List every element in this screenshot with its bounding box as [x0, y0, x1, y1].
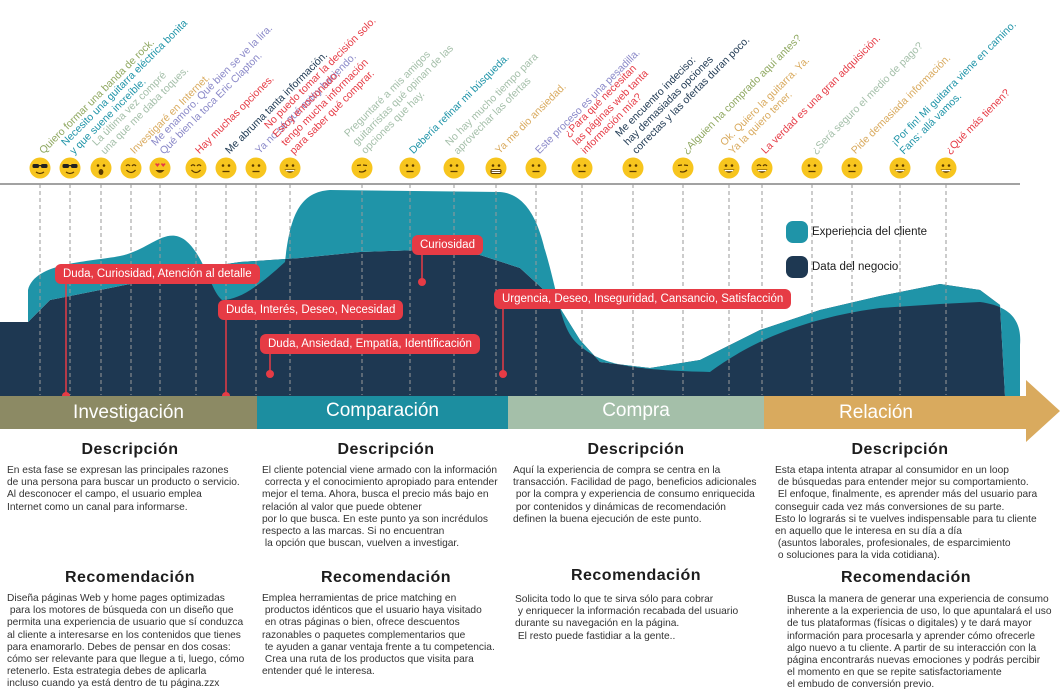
phase-comparacion: Comparación: [257, 396, 508, 429]
emoji-grin-icon: [279, 157, 301, 179]
phase-arrow-head: [1026, 380, 1060, 442]
emoji-heart-eyes-icon: [149, 157, 171, 179]
col3-rec-text: Solicita todo lo que te sirva sólo para …: [515, 594, 739, 642]
emoji-laugh-icon: [751, 157, 773, 179]
emoji-smirk-icon: [672, 157, 694, 179]
emoji-neutral-icon: [622, 157, 644, 179]
col1-rec-title: Recomendación: [64, 569, 196, 586]
emotion-callout: Duda, Ansiedad, Empatía, Identificación: [260, 334, 480, 354]
emotion-callout: Duda, Curiosidad, Atención al detalle: [55, 264, 260, 284]
emoji-neutral-icon: [571, 157, 593, 179]
col2-desc-title: Descripción: [337, 441, 435, 458]
emoji-neutral-icon: [443, 157, 465, 179]
emoji-surprised-icon: [90, 157, 112, 179]
col4-rec-title: Recomendación: [840, 569, 972, 586]
phase-investigacion: Investigación: [0, 396, 257, 429]
phase-comparacion-label: Comparación: [326, 400, 439, 421]
col4-desc-title: Descripción: [851, 441, 949, 458]
emotion-callout: Urgencia, Deseo, Inseguridad, Cansancio,…: [494, 289, 792, 309]
phase-investigacion-label: Investigación: [73, 402, 184, 423]
legend-business-swatch: [786, 256, 808, 278]
col4-rec-text: Busca la manera de generar una experienc…: [787, 594, 1052, 691]
emotion-callout: Curiosidad: [412, 235, 483, 255]
phase-compra: Compra: [508, 396, 764, 429]
legend-customer-label: Experiencia del cliente: [812, 226, 928, 238]
emoji-neutral-icon: [525, 157, 547, 179]
legend-business: Data del negocio: [786, 256, 898, 278]
callout-dot: [266, 370, 274, 378]
phase-relacion-label: Relación: [839, 402, 913, 423]
emoji-neutral-icon: [801, 157, 823, 179]
col2-rec-title: Recomendación: [320, 569, 452, 586]
col2-desc-text: El cliente potencial viene armado con la…: [262, 465, 498, 550]
emoji-sunglasses-icon: [59, 157, 81, 179]
emoji-neutral-icon: [399, 157, 421, 179]
emoji-grin-icon: [718, 157, 740, 179]
emoji-neutral-icon: [841, 157, 863, 179]
legend-business-label: Data del negocio: [812, 261, 899, 273]
emotion-callout: Duda, Interés, Deseo, Necesidad: [218, 300, 404, 320]
col2-rec-text: Emplea herramientas de price matching en…: [262, 593, 495, 678]
emoji-grin-icon: [889, 157, 911, 179]
phase-compra-label: Compra: [602, 400, 670, 421]
emoji-neutral-icon: [215, 157, 237, 179]
col3-desc-text: Aquí la experiencia de compra se centra …: [513, 465, 757, 525]
col3-rec-title: Recomendación: [570, 567, 702, 584]
legend-customer: Experiencia del cliente: [786, 221, 927, 243]
emoji-grimace-icon: [485, 157, 507, 179]
phase-relacion: Relación: [764, 396, 1028, 429]
emoji-neutral-icon: [245, 157, 267, 179]
legend-customer-swatch: [786, 221, 808, 243]
col4-desc-text: Esta etapa intenta atrapar al consumidor…: [775, 465, 1038, 562]
emoji-sunglasses-icon: [29, 157, 51, 179]
emoji-grin-icon: [935, 157, 957, 179]
emoji-smirk-icon: [351, 157, 373, 179]
callout-dot: [499, 370, 507, 378]
customer-journey-chart: [0, 183, 1021, 400]
emoji-smile-icon: [120, 157, 142, 179]
col1-desc-text: En esta fase se expresan las principales…: [7, 465, 240, 513]
col3-desc-title: Descripción: [587, 441, 685, 458]
emoji-smile-icon: [185, 157, 207, 179]
col1-rec-text: Diseña páginas Web y home pages optimiza…: [7, 593, 245, 690]
callout-dot: [418, 278, 426, 286]
col1-desc-title: Descripción: [81, 441, 179, 458]
